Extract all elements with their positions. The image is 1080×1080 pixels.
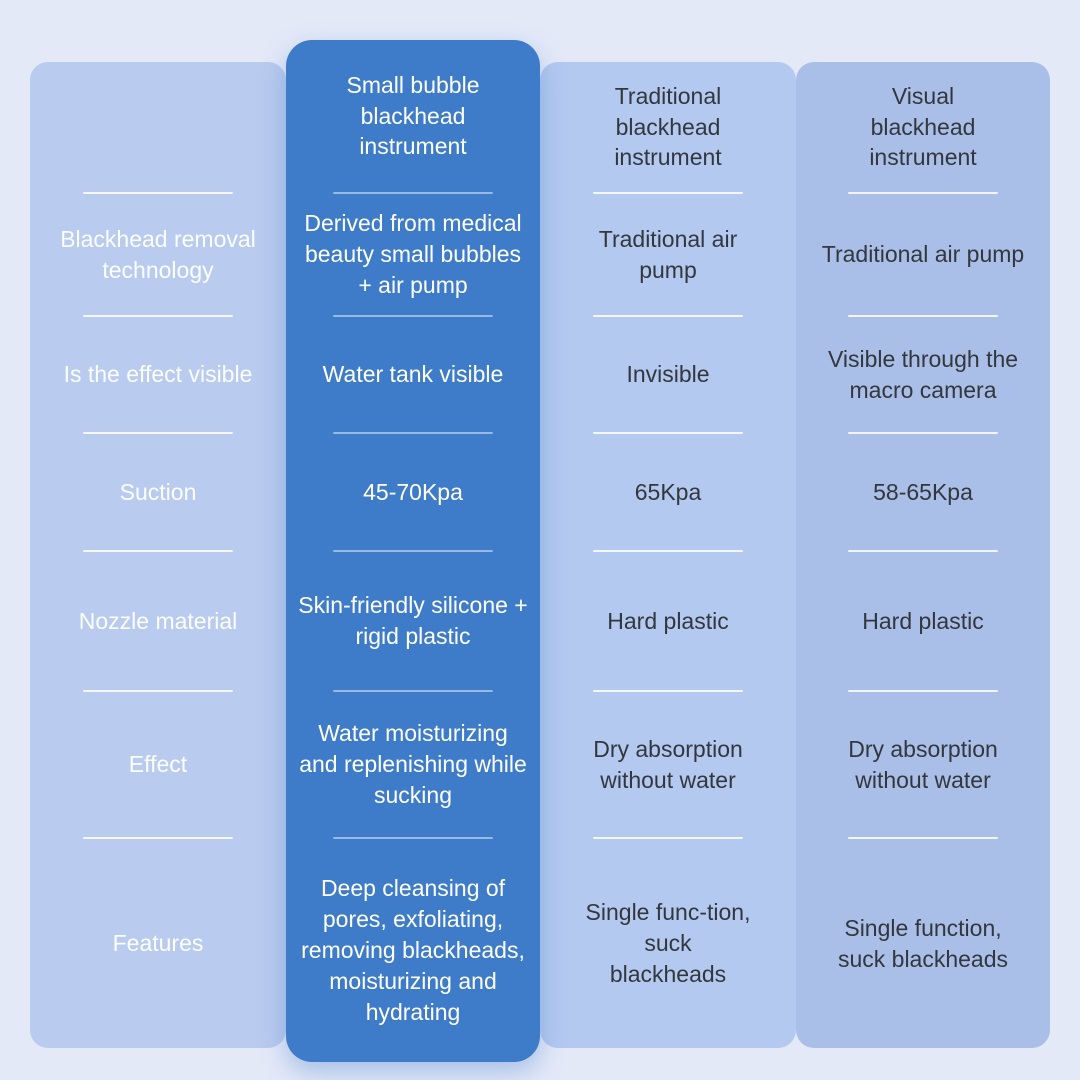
row-divider xyxy=(593,690,743,692)
table-cell: Visible through the macro camera xyxy=(796,317,1050,432)
table-cell: Dry absorption without water xyxy=(540,692,796,837)
column-traditional-instrument: Traditional blackhead instrument Traditi… xyxy=(540,62,796,1048)
row-divider xyxy=(83,315,233,317)
row-divider xyxy=(848,690,998,692)
cell-text: 58-65Kpa xyxy=(873,478,973,505)
table-cell: 58-65Kpa xyxy=(796,434,1050,550)
column-header: Small bubble blackhead instrument xyxy=(286,40,540,192)
row-divider xyxy=(593,550,743,552)
table-cell: Hard plastic xyxy=(796,552,1050,690)
row-divider xyxy=(83,690,233,692)
row-divider xyxy=(83,837,233,839)
table-cell: Invisible xyxy=(540,317,796,432)
row-divider xyxy=(593,192,743,194)
row-divider xyxy=(848,550,998,552)
row-divider xyxy=(333,690,493,692)
cell-text: 45-70Kpa xyxy=(363,478,463,505)
cell-text: Hard plastic xyxy=(862,607,984,634)
row-label-text: Features xyxy=(112,930,204,957)
column-header-text: Visual blackhead instrument xyxy=(869,82,977,171)
row-divider xyxy=(593,432,743,434)
row-label-technology: Blackhead removal technology xyxy=(30,194,286,315)
cell-text: Skin-friendly silicone + rigid plastic xyxy=(298,592,528,649)
row-label-suction: Suction xyxy=(30,434,286,550)
row-divider xyxy=(333,837,493,839)
cell-text: Dry absorption without water xyxy=(848,735,998,793)
row-divider xyxy=(333,432,493,434)
cell-text: Water tank visible xyxy=(322,361,504,388)
row-label-nozzle-material: Nozzle material xyxy=(30,552,286,690)
row-divider xyxy=(593,837,743,839)
row-label-text: Suction xyxy=(119,478,197,505)
cell-text: Visible through the macro camera xyxy=(827,345,1019,403)
cell-text: Single func-tion, suck blackheads xyxy=(585,899,751,987)
table-cell: Derived from medical beauty small bubble… xyxy=(286,194,540,315)
column-header: Visual blackhead instrument xyxy=(796,62,1050,192)
row-divider xyxy=(848,315,998,317)
cell-text: Water moisturizing and replenishing whil… xyxy=(299,720,527,808)
cell-text: Invisible xyxy=(626,361,710,388)
cell-text: Traditional air pump xyxy=(821,241,1025,268)
column-row-labels: Blackhead removal technology Is the effe… xyxy=(30,62,286,1048)
table-cell: Single function, suck blackheads xyxy=(796,839,1050,1048)
row-label-effect: Effect xyxy=(30,692,286,837)
row-divider xyxy=(83,550,233,552)
column-header-text: Small bubble blackhead instrument xyxy=(346,71,480,160)
table-cell: Traditional air pump xyxy=(796,194,1050,315)
cell-text: Traditional air pump xyxy=(598,225,738,283)
table-cell: 45-70Kpa xyxy=(286,434,540,550)
header-spacer xyxy=(30,62,286,192)
cell-text: Deep cleansing of pores, exfoliating, re… xyxy=(301,875,525,1025)
row-divider xyxy=(333,315,493,317)
row-divider xyxy=(83,192,233,194)
table-cell: Hard plastic xyxy=(540,552,796,690)
row-divider xyxy=(848,837,998,839)
row-divider xyxy=(848,432,998,434)
cell-text: Hard plastic xyxy=(607,607,729,634)
column-header: Traditional blackhead instrument xyxy=(540,62,796,192)
table-cell: Water moisturizing and replenishing whil… xyxy=(286,692,540,837)
cell-text: Dry absorption without water xyxy=(593,735,743,793)
row-label-text: Nozzle material xyxy=(78,607,238,634)
column-visual-instrument: Visual blackhead instrument Traditional … xyxy=(796,62,1050,1048)
cell-text: Derived from medical beauty small bubble… xyxy=(304,210,522,298)
row-divider xyxy=(593,315,743,317)
row-label-text: Effect xyxy=(128,751,188,778)
row-divider xyxy=(333,192,493,194)
row-label-features: Features xyxy=(30,839,286,1048)
table-cell: Water tank visible xyxy=(286,317,540,432)
row-label-text: Is the effect visible xyxy=(63,361,253,388)
cell-text: 65Kpa xyxy=(634,478,702,505)
table-cell: Skin-friendly silicone + rigid plastic xyxy=(286,552,540,690)
row-divider xyxy=(848,192,998,194)
cell-text: Single function, suck blackheads xyxy=(837,914,1009,972)
table-cell: Traditional air pump xyxy=(540,194,796,315)
table-cell: 65Kpa xyxy=(540,434,796,550)
column-small-bubble-instrument: Small bubble blackhead instrument Derive… xyxy=(286,40,540,1062)
table-cell: Dry absorption without water xyxy=(796,692,1050,837)
table-cell: Deep cleansing of pores, exfoliating, re… xyxy=(286,839,540,1062)
row-divider xyxy=(333,550,493,552)
row-label-text: Blackhead removal technology xyxy=(60,225,256,283)
table-cell: Single func-tion, suck blackheads xyxy=(540,839,796,1048)
row-label-visibility: Is the effect visible xyxy=(30,317,286,432)
column-header-text: Traditional blackhead instrument xyxy=(614,82,722,171)
row-divider xyxy=(83,432,233,434)
